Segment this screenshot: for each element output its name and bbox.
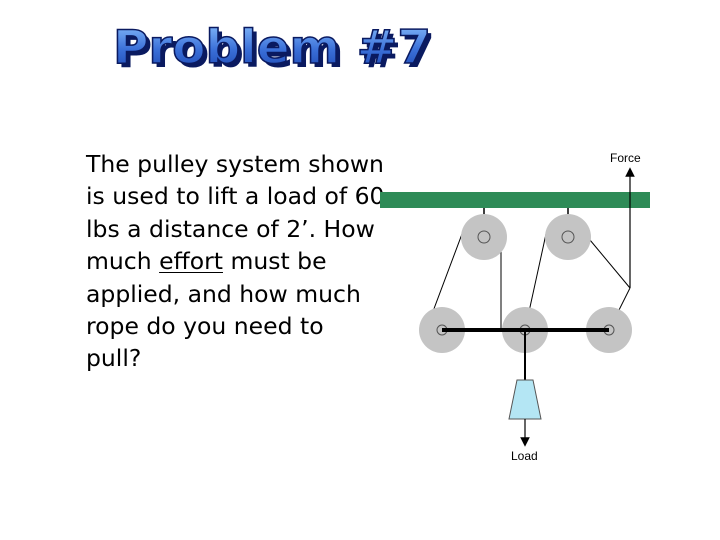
title-banner: Problem #7 Problem #7 [112, 19, 435, 78]
pulley-diagram: Force Load [380, 151, 650, 463]
title-shadow: Problem #7 [117, 24, 435, 78]
load-block [508, 379, 542, 420]
force-label: Force [610, 151, 641, 165]
page-title: Problem #7 [113, 20, 431, 74]
problem-statement: The pulley system shown is used to lift … [86, 148, 386, 375]
problem-text-part-1: The pulley system shown is used to lift … [86, 150, 385, 276]
fixed-pulley-right [545, 208, 591, 260]
load-label: Load [511, 449, 538, 463]
effort-term: effort [159, 247, 223, 276]
problem-text-part-2: must be applied, and how much rope do yo… [86, 247, 361, 373]
fixed-pulley-left [461, 208, 507, 260]
ceiling-beam [380, 192, 650, 208]
